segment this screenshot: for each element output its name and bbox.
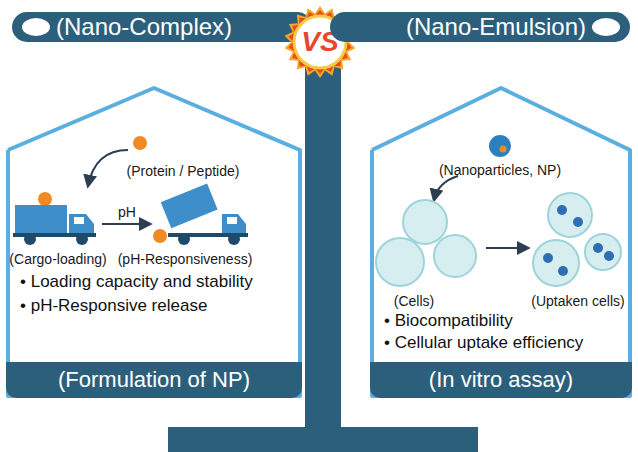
illustration-label: (Protein / Peptide) (127, 163, 240, 179)
label-holder: (Cells) (394, 292, 434, 310)
illustration-label: (Uptaken cells) (531, 293, 624, 309)
text-block: (Nano-Complex) (56, 13, 276, 41)
protein-dot (133, 136, 147, 150)
label-holder: (pH-Responsiveness) (118, 250, 253, 268)
house-panel-text: • Cellular uptake efficiency (384, 332, 628, 354)
uptake-arrow (486, 247, 528, 249)
banner-oval (22, 18, 50, 36)
truck-loading (13, 192, 96, 245)
title-banner-text: (Nano-Complex) (56, 13, 276, 41)
title-banner: (Nano-Complex) (12, 12, 312, 42)
cells (376, 200, 476, 286)
house-panel: • Loading capacity and stability• pH-Res… (6, 86, 302, 398)
title-banner-text: (Nano-Emulsion) (370, 13, 586, 41)
illustration-label: pH (118, 204, 136, 220)
house-panel: • Biocompatibility• Cellular uptake effi… (370, 86, 632, 398)
footer-band: (In vitro assay) (370, 362, 632, 398)
illustration-label: (Cells) (394, 293, 434, 309)
house-panel-text: • Biocompatibility (384, 310, 628, 332)
label-holder: (Protein / Peptide) (127, 162, 240, 180)
balance-base (168, 427, 478, 452)
np-arrow (434, 176, 458, 200)
text-block: (In vitro assay) (374, 367, 628, 393)
label-holder: (Cargo-loading) (9, 250, 106, 268)
house-panel-text: • pH-Responsive release (20, 294, 298, 318)
illustration-label: (pH-Responsiveness) (118, 251, 253, 267)
label-holder: (Nanoparticles, NP) (439, 161, 561, 179)
label-holder: (Uptaken cells) (531, 292, 624, 310)
house-outline (6, 86, 302, 398)
house-panel-text: • Loading capacity and stability (20, 270, 298, 294)
load-arrow (88, 150, 128, 186)
illustration-label: (Nanoparticles, NP) (439, 162, 561, 178)
footer-band: (Formulation of NP) (6, 362, 302, 398)
text-block: • Biocompatibility• Cellular uptake effi… (384, 310, 628, 354)
text-block: (Formulation of NP) (10, 367, 298, 393)
text-block: • Loading capacity and stability• pH-Res… (20, 270, 298, 318)
balance-pole (305, 60, 341, 430)
ph-arrow (102, 223, 150, 225)
nanoparticle-cargo (500, 146, 507, 153)
text-block: (Nano-Emulsion) (370, 13, 586, 41)
banner-oval (592, 18, 620, 36)
label-holder: pH (118, 203, 136, 221)
title-banner: (Nano-Emulsion) (330, 12, 630, 42)
illustration-label: (Cargo-loading) (9, 251, 106, 267)
footer-band-text: (Formulation of NP) (10, 367, 298, 393)
uptaken-cells (533, 193, 621, 286)
truck-tipping (153, 183, 248, 245)
footer-band-text: (In vitro assay) (374, 367, 628, 393)
nanoparticle (489, 135, 511, 157)
